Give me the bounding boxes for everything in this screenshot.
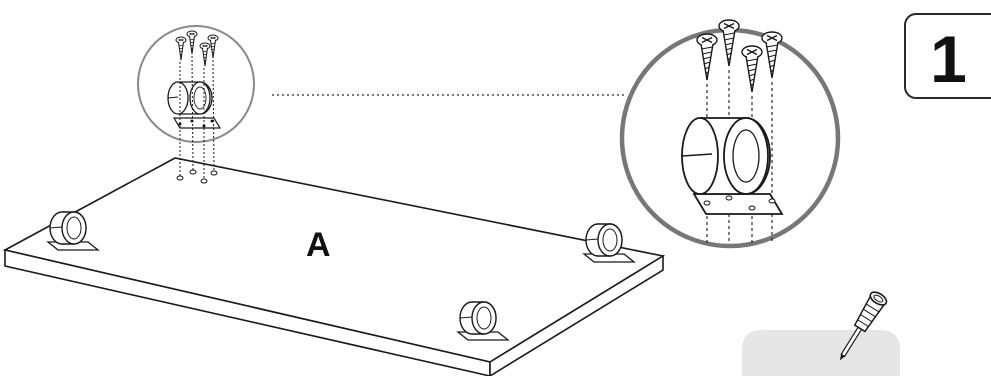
part-label-a: A bbox=[306, 226, 331, 264]
inset-detail bbox=[137, 25, 255, 143]
step-number-badge: 1 bbox=[904, 13, 991, 99]
screwdriver-icon bbox=[839, 291, 888, 361]
tool-badge bbox=[742, 291, 900, 376]
guide-lines-inset bbox=[179, 55, 215, 179]
screw-holes bbox=[176, 169, 218, 184]
zoom-detail bbox=[619, 19, 841, 249]
board-panel-a bbox=[2, 157, 666, 376]
caster-wheel-icon bbox=[583, 223, 635, 263]
step-number: 1 bbox=[930, 22, 967, 96]
